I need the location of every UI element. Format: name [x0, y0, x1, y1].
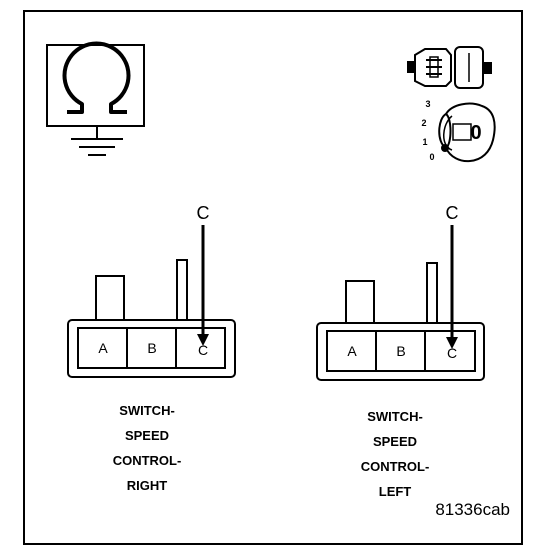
callout-arrow-left — [446, 225, 458, 349]
caption-right-line-2: SPEED — [124, 428, 170, 443]
caption-right: SWITCH- SPEED CONTROL- RIGHT — [87, 398, 207, 498]
caption-left: SWITCH- SPEED CONTROL- LEFT — [335, 404, 455, 504]
pin-b-right: B — [147, 340, 157, 356]
pin-c-left: C — [446, 345, 458, 361]
connector-right-body — [67, 259, 236, 378]
caption-right-line-3: CONTROL- — [112, 453, 182, 468]
ground-icon — [71, 138, 123, 156]
diagram-border — [23, 10, 523, 545]
ignition-position-3: 3 — [425, 99, 431, 109]
ignition-position-1: 1 — [422, 137, 428, 147]
pin-a-left: A — [347, 343, 357, 359]
callout-label-right: C — [196, 203, 210, 223]
ignition-position-0: 0 — [429, 152, 435, 162]
ignition-key-label: 0 — [470, 122, 482, 144]
connector-left-body — [316, 262, 485, 381]
caption-right-line-1: SWITCH- — [119, 403, 175, 418]
ohmmeter-icon — [46, 41, 145, 139]
callout-label-left: C — [445, 203, 459, 223]
ignition-position-2: 2 — [421, 118, 427, 128]
pin-b-left: B — [396, 343, 406, 359]
caption-left-line-3: CONTROL- — [360, 459, 430, 474]
caption-right-line-4: RIGHT — [126, 478, 168, 493]
pin-a-right: A — [98, 340, 108, 356]
figure-code: 81336cab — [435, 500, 510, 519]
caption-left-line-1: SWITCH- — [367, 409, 423, 424]
ignition-key-icon — [438, 102, 496, 163]
pin-c-right: C — [197, 342, 209, 358]
callout-arrow-right — [197, 225, 209, 346]
caption-left-line-2: SPEED — [372, 434, 418, 449]
connector-disconnected-icon — [407, 46, 492, 89]
caption-left-line-4: LEFT — [378, 484, 412, 499]
